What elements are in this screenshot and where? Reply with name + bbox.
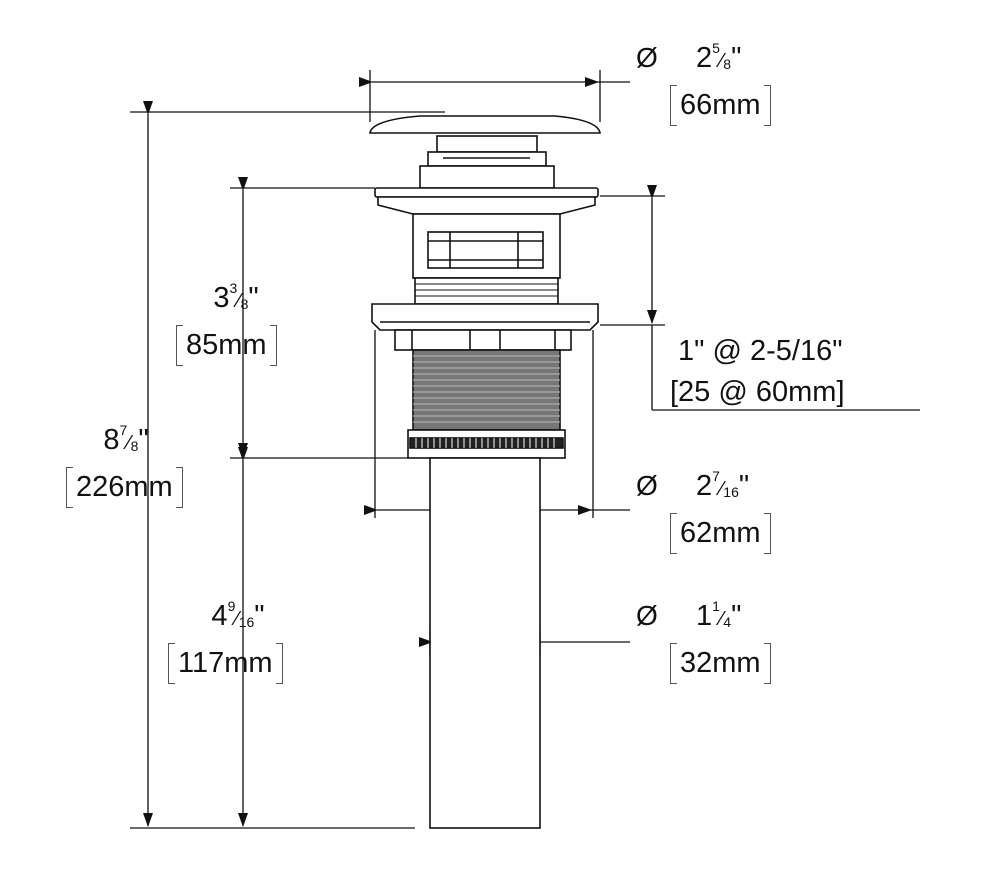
- lower-height-metric: 117mm: [168, 643, 283, 684]
- overflow-imperial: 1" @ 2-5/16": [678, 335, 843, 367]
- overall-height-metric: 226mm: [66, 467, 183, 508]
- tailpiece-diameter-imperial: 11⁄4": [696, 598, 742, 632]
- diameter-icon: Ø: [636, 470, 658, 501]
- flange-diameter-label: Ø 27⁄16" 62mm: [636, 468, 771, 554]
- upper-height-imperial: 33⁄8": [213, 280, 259, 314]
- upper-height-metric: 85mm: [176, 325, 277, 366]
- flange-diameter-imperial: 27⁄16": [696, 468, 750, 502]
- overflow-label: 1" @ 2-5/16" [25 @ 60mm]: [670, 335, 845, 409]
- overall-height-label: 87⁄8" 226mm: [66, 422, 226, 508]
- cap-diameter-metric: 66mm: [670, 85, 771, 126]
- cap-diameter-label: Ø 25⁄8" 66mm: [636, 40, 771, 126]
- tailpiece-diameter-metric: 32mm: [670, 643, 771, 684]
- diameter-icon: Ø: [636, 42, 658, 73]
- upper-height-label: 33⁄8" 85mm: [176, 280, 316, 366]
- diameter-icon: Ø: [636, 600, 658, 631]
- tailpiece-diameter-label: Ø 11⁄4" 32mm: [636, 598, 771, 684]
- overflow-metric: [25 @ 60mm]: [670, 376, 845, 408]
- lower-height-label: 49⁄16" 117mm: [168, 598, 328, 684]
- drain-body: [369, 115, 601, 829]
- overall-height-imperial: 87⁄8": [103, 422, 149, 456]
- flange-diameter-metric: 62mm: [670, 513, 771, 554]
- lower-height-imperial: 49⁄16": [211, 598, 265, 632]
- cap-diameter-imperial: 25⁄8": [696, 40, 742, 74]
